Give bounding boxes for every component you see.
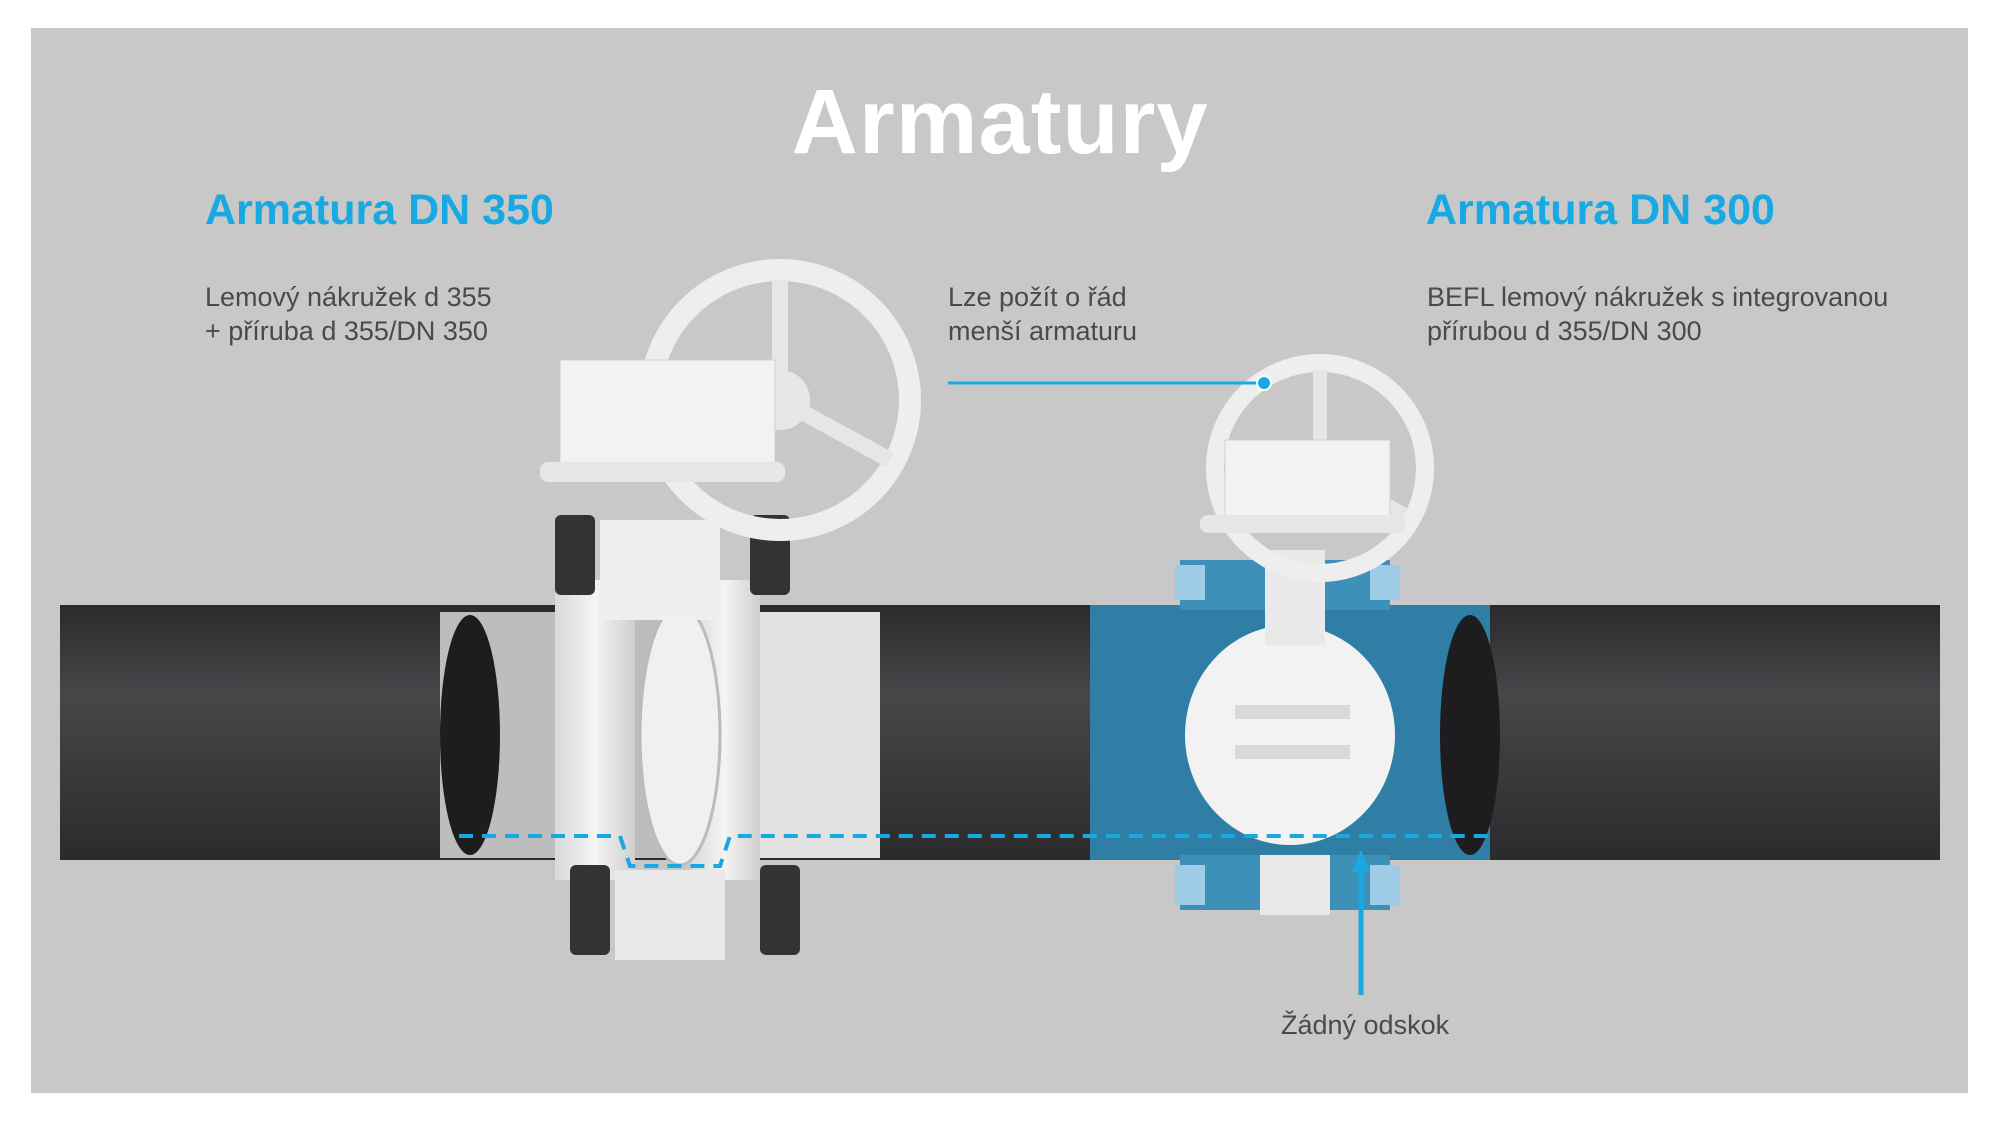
valve-dn300 [1090,354,1500,915]
description-line: Lemový nákružek d 355 [205,282,492,312]
arrow-head-icon [1352,850,1370,872]
description-line: menší armaturu [948,316,1138,346]
page-title: Armatury [791,71,1209,173]
heading-dn300: Armatura DN 300 [1426,186,1775,234]
description-line: BEFL lemový nákružek s integrovanou [1427,282,1889,312]
valve-dn350 [440,259,921,960]
diagram-background [31,28,1968,1093]
description-line: přírubou d 355/DN 300 [1427,316,1702,346]
description-dn300: BEFL lemový nákružek s integrovanou přír… [1427,280,1888,348]
description-line: + příruba d 355/DN 350 [205,316,488,346]
heading-dn350: Armatura DN 350 [205,186,554,234]
note-no-step: Žádný odskok [1281,1010,1450,1040]
description-middle: Lze požít o řád menší armaturu [948,280,1137,348]
inner-bottom-dashed-line [459,834,1494,868]
pipe [60,605,1940,860]
description-dn350: Lemový nákružek d 355 + příruba d 355/DN… [205,280,492,348]
callout-dot [1256,375,1272,391]
description-line: Lze požít o řád [948,282,1127,312]
